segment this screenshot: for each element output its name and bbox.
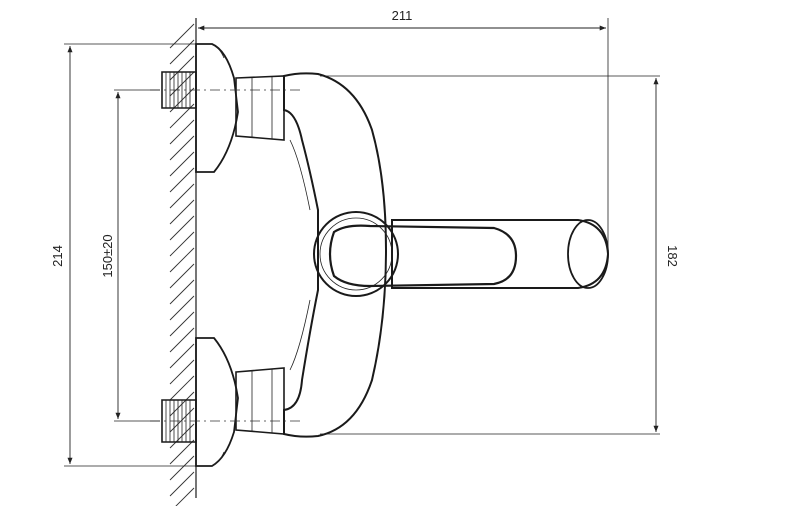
mixer-body <box>283 72 388 438</box>
dimension-outlet-height: 182 <box>665 245 680 267</box>
upper-connector <box>161 43 285 173</box>
dimension-overall-height: 214 <box>50 245 65 267</box>
center-lines <box>150 89 300 422</box>
extension-lines <box>64 18 660 467</box>
dimension-overall-width: 211 <box>392 8 413 23</box>
mixer-handle <box>313 211 610 297</box>
dimension-inlet-spacing: 150±20 <box>100 234 115 277</box>
dimension-lines <box>67 25 659 464</box>
